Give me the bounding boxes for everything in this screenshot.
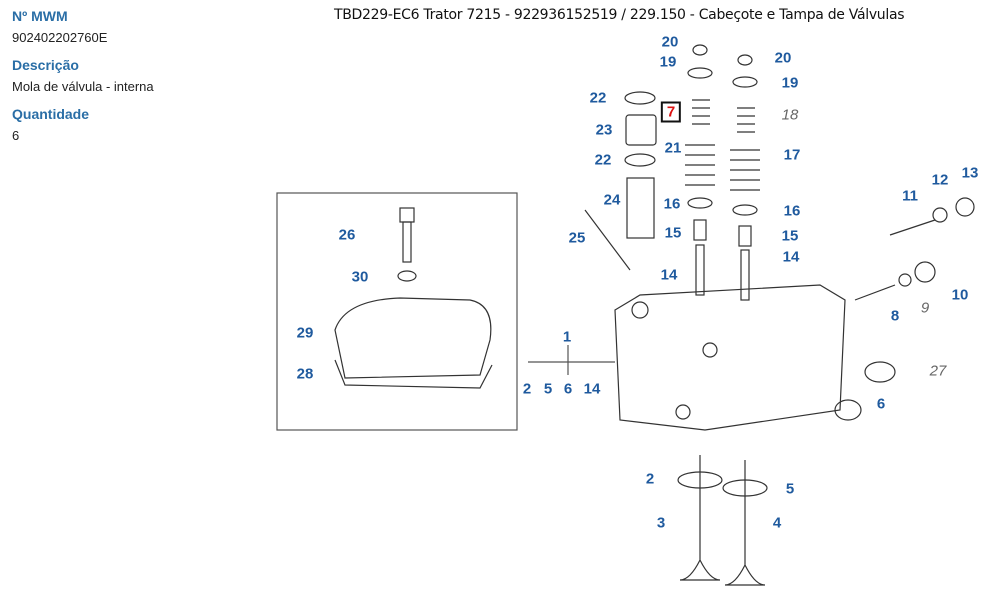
callout-21[interactable]: 21 (664, 139, 682, 157)
callout-4[interactable]: 4 (772, 514, 782, 532)
description-label: Descrição (12, 57, 79, 73)
inset-frame (276, 192, 518, 431)
callout-22[interactable]: 22 (594, 151, 612, 169)
callout-28[interactable]: 28 (296, 365, 314, 383)
callout-6[interactable]: 6 (876, 395, 886, 413)
callout-13[interactable]: 13 (961, 164, 979, 182)
callout-15[interactable]: 15 (664, 224, 682, 242)
callout-15[interactable]: 15 (781, 227, 799, 245)
cylinder-head (614, 284, 846, 431)
part-number-label: Nº MWM (12, 8, 68, 24)
callout-22[interactable]: 22 (589, 89, 607, 107)
callout-6[interactable]: 6 (563, 380, 573, 398)
callout-19[interactable]: 19 (659, 53, 677, 71)
valve-cover (334, 297, 492, 379)
part-number-value: 902402202760E (12, 30, 108, 45)
callout-30[interactable]: 30 (351, 268, 369, 286)
callout-18[interactable]: 18 (781, 106, 799, 124)
quantity-value: 6 (12, 128, 20, 143)
callout-17[interactable]: 17 (783, 146, 801, 164)
diagram-title: TBD229-EC6 Trator 7215 - 922936152519 / … (334, 7, 905, 23)
callout-1[interactable]: 1 (562, 328, 572, 346)
callout-23[interactable]: 23 (595, 121, 613, 139)
callout-26[interactable]: 26 (338, 226, 356, 244)
callout-14[interactable]: 14 (660, 266, 678, 284)
callout-5[interactable]: 5 (785, 480, 795, 498)
description-value: Mola de válvula - interna (12, 79, 154, 94)
callout-29[interactable]: 29 (296, 324, 314, 342)
bolt-head (399, 207, 415, 223)
callout-7[interactable]: 7 (660, 101, 682, 123)
callout-19[interactable]: 19 (781, 74, 799, 92)
callout-2[interactable]: 2 (522, 380, 532, 398)
callout-2[interactable]: 2 (645, 470, 655, 488)
callout-8[interactable]: 8 (890, 307, 900, 325)
callout-3[interactable]: 3 (656, 514, 666, 532)
callout-14[interactable]: 14 (583, 380, 601, 398)
quantity-label: Quantidade (12, 106, 90, 122)
callout-10[interactable]: 10 (951, 286, 969, 304)
callout-16[interactable]: 16 (663, 195, 681, 213)
callout-11[interactable]: 11 (902, 187, 918, 205)
callout-20[interactable]: 20 (661, 33, 679, 51)
callout-24[interactable]: 24 (603, 191, 621, 209)
callout-14[interactable]: 14 (782, 248, 800, 266)
callout-5[interactable]: 5 (543, 380, 553, 398)
callout-9[interactable]: 9 (920, 299, 930, 317)
part-info-panel: Nº MWM 902402202760E Descrição Mola de v… (12, 8, 242, 143)
callout-16[interactable]: 16 (783, 202, 801, 220)
callout-20[interactable]: 20 (774, 49, 792, 67)
callout-27[interactable]: 27 (929, 362, 947, 380)
callout-25[interactable]: 25 (568, 229, 586, 247)
callout-12[interactable]: 12 (931, 171, 949, 189)
